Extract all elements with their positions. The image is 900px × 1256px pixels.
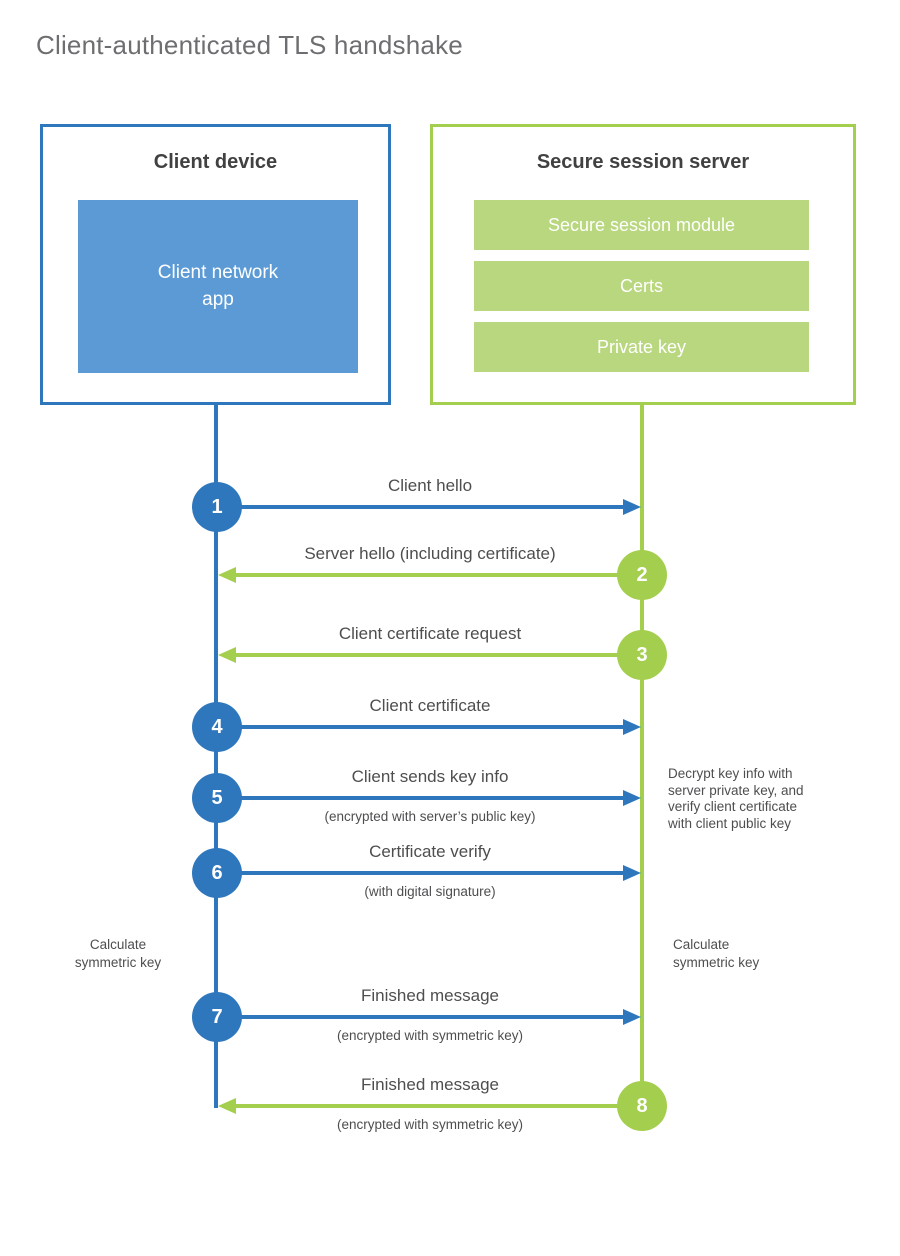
- step-5-badge: 5: [192, 773, 242, 823]
- secure-session-server-title: Secure session server: [536, 151, 750, 173]
- step-6-arrow-line: [217, 871, 624, 875]
- step-2-number: 2: [636, 563, 648, 586]
- step-3-badge: 3: [617, 630, 667, 680]
- step-5-sublabel: (encrypted with server’s public key): [324, 809, 536, 824]
- step-7-label: Finished message: [361, 986, 499, 1005]
- step-1-badge: 1: [192, 482, 242, 532]
- step-4-number: 4: [211, 715, 223, 738]
- step-6-number: 6: [211, 861, 223, 884]
- step-5-label: Client sends key info: [351, 767, 509, 786]
- calculate-symmetric-key-note-client: Calculate symmetric key: [74, 937, 162, 970]
- step-3-arrowhead-left-icon: [218, 647, 236, 663]
- step-8-arrow-line: [236, 1104, 643, 1108]
- client-device-title: Client device: [153, 151, 278, 173]
- step-7-arrowhead-right-icon: [623, 1009, 641, 1025]
- step-6-label: Certificate verify: [369, 842, 491, 861]
- step-5-arrowhead-right-icon: [623, 790, 641, 806]
- step-3-label: Client certificate request: [338, 624, 522, 643]
- step-2-arrow-line: [236, 573, 643, 577]
- step-3-arrow-line: [236, 653, 643, 657]
- step-5-number: 5: [211, 786, 223, 809]
- step-8-badge: 8: [617, 1081, 667, 1131]
- step-8-number: 8: [636, 1094, 648, 1117]
- private-key-bar: Private key: [474, 322, 809, 372]
- step-2-badge: 2: [617, 550, 667, 600]
- step-6-sublabel: (with digital signature): [364, 884, 496, 899]
- diagram-title: Client-authenticated TLS handshake: [36, 30, 463, 60]
- decrypt-key-note: Decrypt key info with server private key…: [668, 766, 804, 831]
- step-7-sublabel: (encrypted with symmetric key): [336, 1028, 524, 1043]
- step-2-label: Server hello (including certificate): [304, 544, 556, 563]
- step-4-arrow-line: [217, 725, 624, 729]
- step-1-number: 1: [211, 495, 223, 518]
- step-8-label: Finished message: [361, 1075, 499, 1094]
- step-8-sublabel: (encrypted with symmetric key): [336, 1117, 524, 1132]
- step-6-arrowhead-right-icon: [623, 865, 641, 881]
- step-1-arrow-line: [217, 505, 624, 509]
- step-3-number: 3: [636, 643, 648, 666]
- secure-session-server-box: Secure session server Secure session mod…: [430, 124, 856, 405]
- step-1-label: Client hello: [387, 476, 473, 495]
- server-lifeline: [640, 405, 644, 1128]
- client-device-box: Client device Client network app: [40, 124, 391, 405]
- step-4-badge: 4: [192, 702, 242, 752]
- step-7-badge: 7: [192, 992, 242, 1042]
- secure-session-module-bar: Secure session module: [474, 200, 809, 250]
- client-network-app-module: Client network app: [78, 200, 358, 373]
- step-1-arrowhead-right-icon: [623, 499, 641, 515]
- certs-bar: Certs: [474, 261, 809, 311]
- step-7-arrow-line: [217, 1015, 624, 1019]
- step-8-arrowhead-left-icon: [218, 1098, 236, 1114]
- step-6-badge: 6: [192, 848, 242, 898]
- calculate-symmetric-key-note-server: Calculate symmetric key: [673, 937, 760, 970]
- client-lifeline: [214, 405, 218, 1108]
- step-5-arrow-line: [217, 796, 624, 800]
- step-7-number: 7: [211, 1005, 223, 1028]
- step-2-arrowhead-left-icon: [218, 567, 236, 583]
- step-4-arrowhead-right-icon: [623, 719, 641, 735]
- step-4-label: Client certificate: [369, 696, 491, 715]
